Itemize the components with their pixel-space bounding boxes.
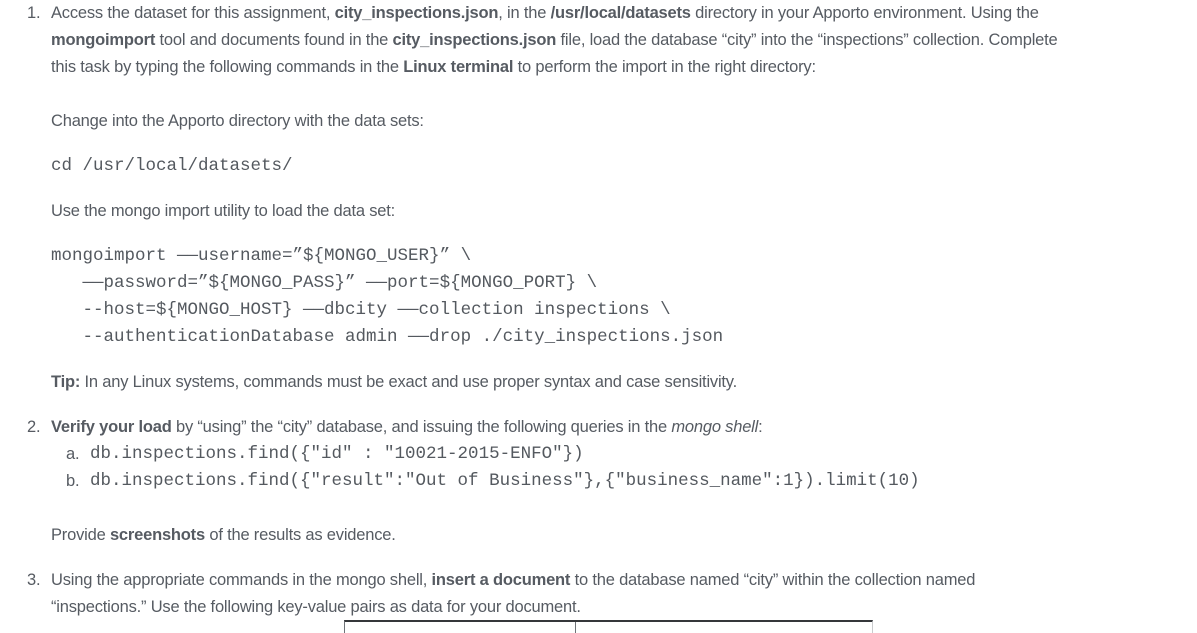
table-column-divider <box>575 622 576 633</box>
text-segment: , in the <box>498 4 551 22</box>
text-segment: city_inspections.json <box>334 4 499 22</box>
text-segment: db.inspections.find({"id" : "10021-2015-… <box>90 444 584 464</box>
text-segment: insert a document <box>431 571 571 589</box>
code-mongoimport-line-1: mongoimport ——username=”${MONGO_USER}” \ <box>0 243 1197 270</box>
para-change-directory: Change into the Apporto directory with t… <box>0 108 1197 135</box>
para-tip: Tip: In any Linux systems, commands must… <box>0 369 1197 396</box>
item-2-line-1-marker: 2. <box>27 418 41 436</box>
query-b: b. db.inspections.find({"result":"Out of … <box>0 468 1197 495</box>
item-1-line-3: this task by typing the following comman… <box>0 54 1197 81</box>
text-segment: screenshots <box>109 526 205 544</box>
para-use-mongoimport: Use the mongo import utility to load the… <box>0 198 1197 225</box>
text-segment: cd /usr/local/datasets/ <box>51 156 293 176</box>
text-segment: file, load the database “city” into the … <box>556 31 1058 49</box>
text-segment: mongo shell <box>671 418 759 436</box>
text-segment: to the database named “city” within the … <box>570 571 976 589</box>
query-a: a. db.inspections.find({"id" : "10021-201… <box>0 441 1197 468</box>
text-segment: to perform the import in the right direc… <box>513 58 816 76</box>
text-segment: Linux terminal <box>403 58 514 76</box>
text-segment: /usr/local/datasets <box>550 4 691 22</box>
code-cd-command: cd /usr/local/datasets/ <box>0 153 1197 180</box>
text-segment: “inspections.” Use the following key-val… <box>51 598 581 616</box>
para-provide-screenshots: Provide screenshots of the results as ev… <box>0 522 1197 549</box>
text-segment: Access the dataset for this assignment, <box>51 4 335 22</box>
text-segment: tool and documents found in the <box>155 31 393 49</box>
text-segment: ——password=”${MONGO_PASS}” ——port=${MONG… <box>51 273 598 293</box>
table-cell-value <box>576 622 872 633</box>
query-b-marker: b. <box>66 472 80 490</box>
text-segment: --authenticationDatabase admin ——drop ./… <box>51 327 724 347</box>
code-mongoimport-line-3: --host=${MONGO_HOST} ——dbcity ——collecti… <box>0 297 1197 324</box>
text-segment: db.inspections.find({"result":"Out of Bu… <box>90 471 920 491</box>
query-a-marker: a. <box>66 445 80 463</box>
text-segment: directory in your Apporto environment. U… <box>690 4 1039 22</box>
table-cell-key <box>345 622 575 633</box>
text-segment: this task by typing the following comman… <box>51 58 404 76</box>
item-1-line-2: mongoimport tool and documents found in … <box>0 27 1197 54</box>
code-mongoimport-line-4: --authenticationDatabase admin ——drop ./… <box>0 324 1197 351</box>
item-1-line-1: 1. Access the dataset for this assignment… <box>0 0 1197 27</box>
text-segment: Using the appropriate commands in the mo… <box>51 571 432 589</box>
item-2-line-1: 2. Verify your load by “using” the “city”… <box>0 414 1197 441</box>
code-mongoimport-line-2: ——password=”${MONGO_PASS}” ——port=${MONG… <box>0 270 1197 297</box>
text-segment: Use the mongo import utility to load the… <box>51 202 396 220</box>
text-segment: city_inspections.json <box>392 31 557 49</box>
text-segment: : <box>758 418 763 436</box>
text-segment: mongoimport <box>51 31 156 49</box>
item-3-line-2: “inspections.” Use the following key-val… <box>0 594 1197 621</box>
item-3-line-1: 3. Using the appropriate commands in the … <box>0 567 1197 594</box>
item-1-line-1-marker: 1. <box>27 4 41 22</box>
text-segment: by “using” the “city” database, and issu… <box>171 418 672 436</box>
text-segment: Tip: <box>51 373 81 391</box>
text-segment: --host=${MONGO_HOST} ——dbcity ——collecti… <box>51 300 671 320</box>
text-segment: Provide <box>51 526 110 544</box>
text-segment: mongoimport ——username=”${MONGO_USER}” \ <box>51 246 472 266</box>
text-segment: Verify your load <box>51 418 172 436</box>
text-segment: In any Linux systems, commands must be e… <box>80 373 738 391</box>
key-value-table <box>344 620 873 633</box>
text-segment: Change into the Apporto directory with t… <box>51 112 424 130</box>
text-segment: of the results as evidence. <box>204 526 396 544</box>
item-3-line-1-marker: 3. <box>27 571 41 589</box>
